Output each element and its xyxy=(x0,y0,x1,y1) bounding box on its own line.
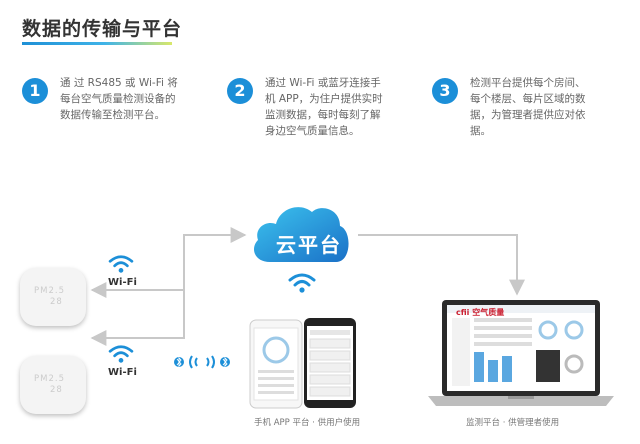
monitor-caption: 监测平台 · 供管理者使用 xyxy=(466,418,560,428)
step-1-text: 通 过 RS485 或 Wi-Fi 将 每台空气质量检测设备的 数据传输至检测平… xyxy=(60,75,190,123)
wifi-label: Wi-Fi xyxy=(108,367,137,378)
step-2-line: 机 APP，为住户提供实时 xyxy=(265,93,383,105)
sensor-reading-value: 28 xyxy=(50,385,63,395)
wifi-icon xyxy=(108,345,134,363)
mobile-app-phones xyxy=(249,318,356,409)
step-2-line: 监测数据，每时每刻了解 xyxy=(265,109,381,121)
step-3-line: 每个楼层、每片区域的数 xyxy=(470,93,586,105)
step-3-text: 检测平台提供每个房间、 每个楼层、每片区域的数 据，为管理者提供应对依 据。 xyxy=(470,75,600,139)
wifi-icon xyxy=(288,273,316,293)
step-2-text: 通过 Wi-Fi 或蓝牙连接手 机 APP，为住户提供实时 监测数据，每时每刻了… xyxy=(265,75,395,139)
monitor-logo: cfii 空气质量 xyxy=(456,308,505,317)
laptop-monitor-icon xyxy=(428,300,614,406)
step-3-number: 3 xyxy=(432,78,458,104)
sensor-reading: PM2.5 28 xyxy=(34,286,65,308)
sensor-reading-label: PM2.5 xyxy=(34,286,65,296)
title-underline xyxy=(22,42,172,45)
sensor-reading: PM2.5 28 xyxy=(34,374,65,396)
sensor-reading-label: PM2.5 xyxy=(34,374,65,384)
step-3-line: 据。 xyxy=(470,125,491,137)
sensor-reading-value: 28 xyxy=(50,297,63,307)
wifi-label: Wi-Fi xyxy=(108,277,137,288)
wifi-icon xyxy=(108,255,134,273)
app-caption: 手机 APP 平台 · 供用户使用 xyxy=(254,418,361,428)
air-sensor-device: PM2.5 28 xyxy=(20,268,86,326)
cloud-platform-icon xyxy=(254,207,349,262)
step-2-number: 2 xyxy=(227,78,253,104)
step-2-line: 身边空气质量信息。 xyxy=(265,125,360,137)
step-1-line: 每台空气质量检测设备的 xyxy=(60,93,176,105)
step-2-line: 通过 Wi-Fi 或蓝牙连接手 xyxy=(265,77,381,89)
air-sensor-device: PM2.5 28 xyxy=(20,356,86,414)
page-title: 数据的传输与平台 xyxy=(22,18,183,40)
step-3-line: 据，为管理者提供应对依 xyxy=(470,109,586,121)
step-3-line: 检测平台提供每个房间、 xyxy=(470,77,586,89)
cloud-platform-label: 云平台 xyxy=(276,233,342,257)
step-1-line: 通 过 RS485 或 Wi-Fi 将 xyxy=(60,77,178,89)
step-1-number: 1 xyxy=(22,78,48,104)
bluetooth-signal-icon xyxy=(174,355,230,369)
arrow-cloud-to-monitor xyxy=(358,234,525,296)
step-1-line: 数据传输至检测平台。 xyxy=(60,109,165,121)
